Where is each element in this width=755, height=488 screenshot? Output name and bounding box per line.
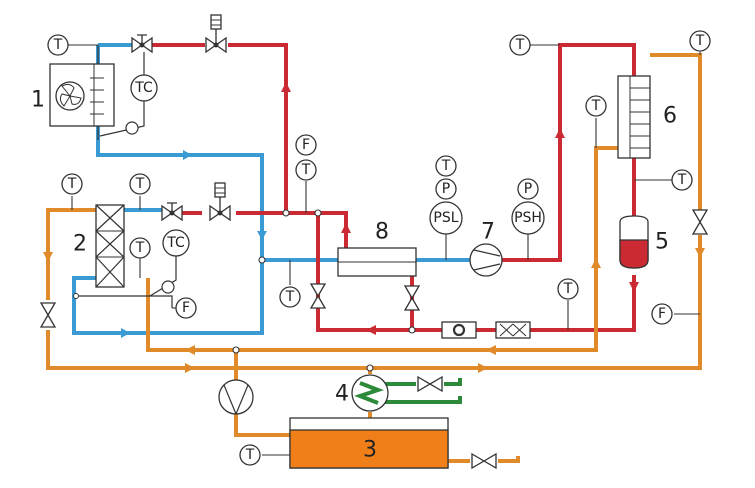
valve-icon[interactable] (309, 283, 327, 309)
label-component-2: 2 (73, 232, 87, 257)
low-pressure-switch[interactable]: PSL (429, 201, 463, 235)
filter-drier-icon[interactable] (495, 321, 531, 339)
temperature-sensor[interactable]: T (557, 278, 579, 300)
label-component-4: 4 (335, 382, 349, 407)
cold-refrigerant-lines (50, 43, 470, 335)
junctions (232, 209, 416, 372)
svg-text:T: T (135, 240, 145, 256)
flow-arrow (341, 223, 351, 233)
valve-icon[interactable] (161, 202, 183, 222)
temperature-sensor[interactable]: T (239, 444, 261, 466)
svg-text:PSL: PSL (433, 210, 458, 226)
heater-coil[interactable] (351, 374, 389, 412)
tc-bulb-2 (73, 256, 177, 308)
solenoid-icon[interactable] (209, 182, 231, 222)
flow-arrow (43, 252, 53, 262)
temperature-sensor[interactable]: T (671, 169, 693, 191)
temperature-controller[interactable]: TC (130, 74, 158, 102)
svg-text:T: T (53, 37, 63, 53)
valve-icon[interactable] (471, 452, 497, 470)
pressure-gauge[interactable]: P (517, 178, 539, 200)
temperature-sensor[interactable]: T (129, 173, 151, 195)
temperature-sensor[interactable]: T (47, 34, 69, 56)
liquid-receiver[interactable] (619, 215, 649, 269)
temperature-sensor[interactable]: T (509, 34, 531, 56)
svg-text:T: T (135, 176, 145, 192)
fan-icon (55, 81, 85, 111)
flow-arrow (257, 231, 267, 240)
svg-text:T: T (515, 37, 525, 53)
label-component-5: 5 (655, 230, 669, 255)
svg-text:F: F (302, 137, 310, 153)
svg-text:P: P (524, 181, 532, 197)
svg-text:TC: TC (166, 235, 185, 251)
svg-text:T: T (563, 281, 573, 297)
label-component-7: 7 (481, 220, 495, 245)
flow-arrow (695, 248, 705, 258)
svg-text:T: T (67, 176, 77, 192)
flow-arrow (121, 328, 130, 338)
flow-arrow (183, 150, 192, 160)
high-pressure-switch[interactable]: PSH (511, 201, 545, 235)
solenoid-icon[interactable] (205, 14, 227, 54)
valve-icon[interactable] (131, 34, 153, 54)
svg-text:T: T (245, 447, 255, 463)
coolant-tank[interactable] (289, 417, 449, 469)
sight-glass-icon[interactable] (441, 321, 477, 339)
pressure-gauge[interactable]: P (435, 178, 457, 200)
valve-icon[interactable] (39, 302, 57, 328)
svg-text:T: T (677, 172, 687, 188)
flow-sensor[interactable]: F (295, 134, 317, 156)
svg-text:T: T (695, 33, 705, 49)
label-component-1: 1 (31, 88, 45, 113)
flow-arrow (281, 82, 291, 92)
svg-text:F: F (658, 306, 666, 322)
temperature-sensor[interactable]: T (279, 286, 301, 308)
temperature-sensor[interactable]: T (585, 95, 607, 117)
label-component-8: 8 (375, 220, 389, 245)
flow-sensor[interactable]: F (175, 297, 197, 319)
svg-text:T: T (301, 162, 311, 178)
flow-arrow (185, 363, 195, 373)
liquid-suction-exchanger[interactable] (337, 247, 417, 277)
plate-heat-exchanger[interactable] (95, 204, 125, 288)
valve-icon[interactable] (403, 285, 421, 311)
flow-arrow (366, 325, 376, 335)
flow-sensor[interactable]: F (651, 303, 673, 325)
flow-arrow (478, 363, 488, 373)
svg-text:PSH: PSH (514, 210, 542, 226)
svg-text:T: T (591, 98, 601, 114)
svg-text:T: T (285, 289, 295, 305)
sensor-leads (68, 44, 701, 456)
temperature-sensor[interactable]: T (689, 30, 711, 52)
flow-arrow (591, 258, 601, 268)
temperature-sensor[interactable]: T (61, 173, 83, 195)
temperature-sensor[interactable]: T (295, 159, 317, 181)
compressor-icon[interactable] (469, 243, 503, 277)
flow-arrow (486, 345, 496, 355)
tc-bulb (99, 52, 145, 137)
temperature-sensor[interactable]: T (129, 237, 151, 259)
svg-text:TC: TC (134, 80, 153, 96)
flow-arrow (629, 282, 639, 292)
evaporator-unit[interactable] (49, 45, 115, 140)
flow-arrow (555, 128, 565, 138)
svg-text:F: F (182, 300, 190, 316)
flow-arrow (185, 345, 195, 355)
svg-text:P: P (442, 181, 450, 197)
temperature-controller[interactable]: TC (162, 229, 190, 257)
pump-icon[interactable] (218, 379, 254, 415)
label-component-6: 6 (663, 104, 677, 129)
condenser[interactable] (617, 75, 651, 159)
temperature-sensor[interactable]: T (435, 155, 457, 177)
coolant-lines (46, 53, 702, 463)
valve-icon[interactable] (417, 375, 443, 393)
label-component-3: 3 (363, 438, 377, 463)
svg-text:T: T (441, 158, 451, 174)
valve-icon[interactable] (691, 209, 709, 235)
